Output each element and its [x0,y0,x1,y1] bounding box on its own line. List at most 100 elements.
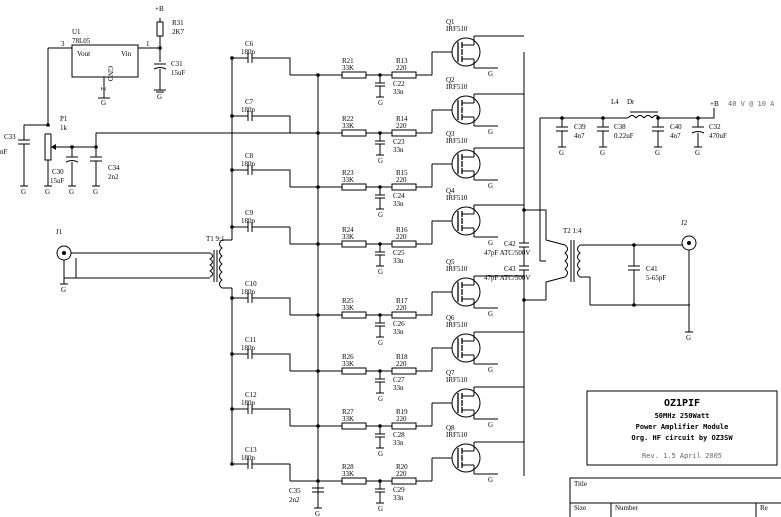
gate-cap-ref: C10 [245,280,257,288]
ground-label: G [93,188,98,196]
c38-ref: C38 [614,123,626,131]
c34-ref: C34 [108,164,120,172]
amplifier-stages: C6180pR2133KC2233nGR13220GQ1IRF510C7180p… [230,18,524,513]
ground-label: G [378,505,383,513]
u1-vin: Vin [121,50,132,58]
gate-cap-value: 180p [241,454,256,462]
titleblock-rev: Re [760,504,768,512]
decoupling-cap-value: 33n [393,439,404,447]
mosfet-ref: Q5 [446,258,455,266]
gate-cap-ref: C8 [245,152,254,160]
decoupling-cap-ref: C27 [393,376,405,384]
ground-label: G [488,128,493,136]
ground-label: G [600,149,605,157]
mosfet-body [451,149,481,179]
ground-label: G [69,188,74,196]
bias-resistor-value: 33K [342,233,354,241]
decoupling-cap-value: 33n [393,328,404,336]
c40-value: 4n7 [670,132,681,140]
gate-cap-ref: C9 [245,209,254,217]
decoupling-cap-ref: C24 [393,192,405,200]
gate-cap-value: 180p [241,399,256,407]
bias-resistor-ref: R27 [342,408,354,416]
bias-resistor [341,71,367,79]
gate-cap-value: 180p [241,48,256,56]
info-line2: Power Amplifier Module [636,423,729,431]
c35-ref: C35 [289,487,301,495]
gate-resistor-ref: R14 [396,115,408,123]
ground-label: G [378,395,383,403]
p1-value: 1k [60,124,68,132]
u1-pin3: 3 [61,40,65,48]
ground-label: G [157,93,162,101]
c35-value: 2n2 [289,496,300,504]
u1-vout: Vout [77,50,90,58]
gate-resistor-value: 220 [396,304,407,312]
titleblock-size: Size [574,504,586,512]
c41-ref: C41 [646,265,658,273]
ground-label: G [695,149,700,157]
c39-ref: C39 [574,123,586,131]
decoupling-cap-ref: C22 [393,80,405,88]
supply-caps [556,118,705,148]
gate-resistor-ref: R13 [396,57,408,65]
l4-value: Dr [627,98,635,106]
mosfet-ref: Q1 [446,18,455,26]
mosfet-ref: Q3 [446,130,455,138]
ground-label: G [488,310,493,318]
gate-resistor [391,71,417,79]
l4-ref: L4 [611,98,619,106]
gate-resistor-value: 220 [396,122,407,130]
labels: +B +B 40 V @ 10 A R31 2K7 C31 15uF U1 78… [0,5,775,517]
ground-label: G [61,286,66,294]
ground-label: G [378,211,383,219]
bias-resistor [341,183,367,191]
bias-resistor-value: 33K [342,470,354,478]
mosfet-ref: Q8 [446,424,455,432]
u1-ref: U1 [72,28,81,36]
gate-resistor-value: 220 [396,470,407,478]
c30-ref: C30 [52,168,64,176]
ground-label: G [488,421,493,429]
gate-cap-ref: C13 [245,446,257,454]
ground-label: G [378,157,383,165]
gate-resistor [391,477,417,485]
ground-label: G [21,188,26,196]
c43-ref: C43 [504,265,516,273]
mosfet-part: IRF510 [446,431,468,439]
u1-pin1: 1 [146,40,150,48]
ground-label: G [488,182,493,190]
mosfet-body [451,333,481,363]
bias-resistor [341,311,367,319]
gate-resistor [391,183,417,191]
ground-label: G [488,476,493,484]
j2-ref: J2 [681,219,688,227]
gate-cap-ref: C7 [245,98,254,106]
gate-resistor-ref: R20 [396,463,408,471]
ground-label: G [488,239,493,247]
mosfet-part: IRF510 [446,376,468,384]
bias-resistor-ref: R25 [342,297,354,305]
c39-value: 4n7 [574,132,585,140]
gate-cap-ref: C11 [245,336,257,344]
gate-resistor-value: 220 [396,233,407,241]
mosfet-body [451,277,481,307]
gate-resistor [391,367,417,375]
c42-ref: C42 [504,240,516,248]
t1-ref: T1 9:1 [206,235,225,243]
decoupling-cap-ref: C28 [393,431,405,439]
gate-resistor-ref: R19 [396,408,408,416]
j1-ref: J1 [56,228,63,236]
mosfet-body [451,443,481,473]
gate-resistor-value: 220 [396,415,407,423]
gate-cap-ref: C12 [245,391,257,399]
t2-ref: T2 1:4 [563,227,582,235]
c31-value: 15uF [171,69,186,77]
supply-node-label-right: +B [710,100,719,108]
decoupling-cap-value: 33n [393,146,404,154]
static-wiring [18,18,781,517]
bias-resistor [341,367,367,375]
decoupling-cap-ref: C23 [393,138,405,146]
ground-label: G [488,70,493,78]
c42-value: 47pF ATC/500V [484,249,530,257]
